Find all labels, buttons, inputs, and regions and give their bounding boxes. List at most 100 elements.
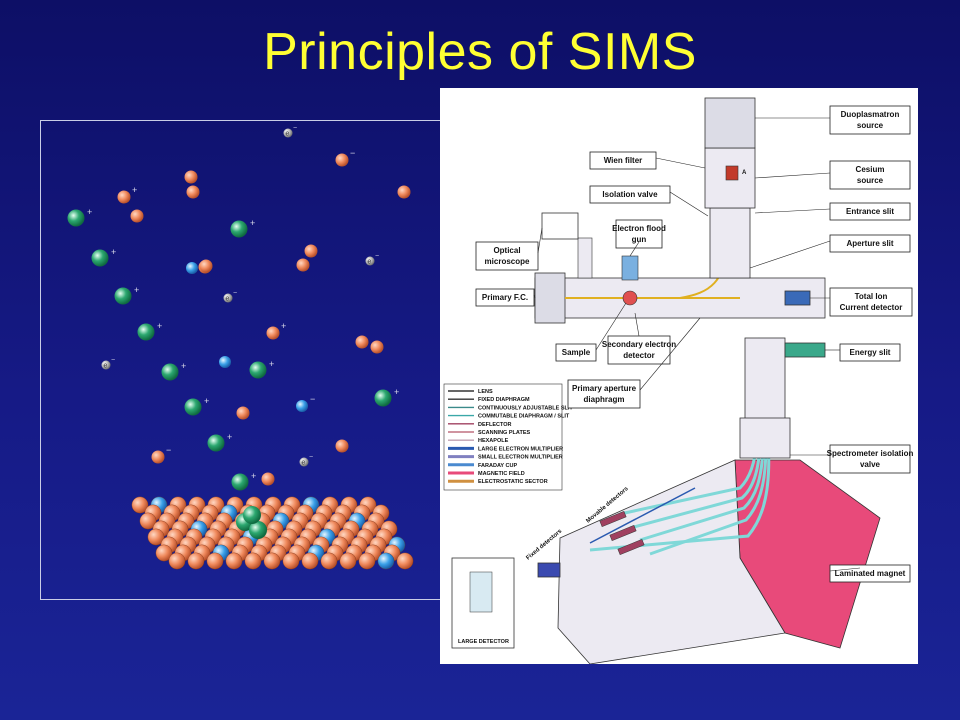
wien-mark: A	[742, 170, 747, 176]
optical-microscope-body	[577, 237, 593, 279]
energy-slit-unit	[784, 342, 826, 358]
svg-text:Wien filter: Wien filter	[604, 156, 643, 165]
sputtering-illustration: ++++++++++++−+−−e−e−e−e−e−	[40, 120, 440, 600]
electron-gun-body	[621, 255, 639, 281]
primary-ion	[207, 434, 225, 452]
legend-label: CONTINUOUSLY ADJUSTABLE SLIT	[478, 405, 573, 411]
implanted-primary-ion	[249, 521, 267, 539]
sputtered-atom	[199, 259, 213, 273]
svg-text:−: −	[309, 454, 313, 461]
svg-text:Laminated magnet: Laminated magnet	[835, 569, 906, 578]
sputtered-atom	[261, 472, 275, 486]
svg-text:Aperture slit: Aperture slit	[846, 239, 893, 248]
svg-text:−: −	[375, 253, 379, 260]
electron: e−	[299, 454, 313, 467]
sputtered-atom	[296, 258, 310, 272]
sputtered-particles: ++++++++++++−+−−e−e−e−e−e−	[67, 125, 411, 491]
charge-sign: −	[166, 445, 171, 455]
svg-text:Primary F.C.: Primary F.C.	[482, 293, 528, 302]
lattice-atom	[301, 552, 319, 570]
legend-label: HEXAPOLE	[478, 438, 509, 444]
sputtered-atom	[236, 406, 250, 420]
svg-text:microscope: microscope	[485, 257, 530, 266]
lattice-atom	[282, 552, 300, 570]
svg-text:Cesium: Cesium	[856, 165, 885, 174]
sputtered-dopant	[219, 356, 231, 368]
legend-label: FIXED DIAPHRAGM	[478, 397, 530, 403]
electron: e−	[101, 357, 115, 370]
lattice-atom	[377, 552, 395, 570]
sputtered-atom	[335, 439, 349, 453]
svg-text:detector: detector	[623, 351, 655, 360]
charge-sign: +	[132, 185, 137, 195]
legend-label: LENS	[478, 389, 493, 395]
lattice-atom	[320, 552, 338, 570]
callout-entrance_slit: Entrance slit	[754, 202, 911, 221]
sputtered-atom	[117, 190, 131, 204]
sputtered-atom	[151, 450, 165, 464]
svg-text:gun: gun	[632, 235, 647, 244]
primary-ion	[184, 398, 202, 416]
charge-sign: +	[204, 396, 209, 406]
svg-text:Entrance slit: Entrance slit	[846, 207, 894, 216]
legend-items: LENS FIXED DIAPHRAGM CONTINUOUSLY ADJUSTAB…	[448, 389, 573, 485]
sputtered-atom	[335, 153, 349, 167]
lattice-atom	[263, 552, 281, 570]
lattice-atom	[339, 552, 357, 570]
callout-energy_slit: Energy slit	[825, 343, 901, 362]
lattice-atom	[225, 552, 243, 570]
duoplasmatron-housing	[704, 97, 756, 149]
charge-sign: +	[227, 432, 232, 442]
legend-label: ELECTROSTATIC SECTOR	[478, 479, 548, 485]
callout-laminated_magnet: Laminated magnet	[829, 564, 911, 583]
svg-text:−: −	[111, 357, 115, 364]
lattice-atom	[244, 552, 262, 570]
inset-label: LARGE DETECTOR	[458, 639, 509, 645]
total-ion-detector-unit	[784, 290, 811, 306]
legend-label: SMALL ELECTRON MULTIPLIER	[478, 455, 563, 461]
sputtered-atom	[130, 209, 144, 223]
lattice-atom	[131, 496, 149, 514]
movable-detectors-array	[589, 487, 696, 555]
charge-sign: +	[157, 321, 162, 331]
primary-ion	[137, 323, 155, 341]
charge-sign: +	[251, 471, 256, 481]
optical-microscope-screen	[541, 212, 579, 240]
svg-text:Duoplasmatron: Duoplasmatron	[841, 110, 900, 119]
primary-column-vertical	[709, 207, 751, 279]
implanted-primary-ion	[243, 506, 261, 524]
charge-sign: +	[111, 247, 116, 257]
spectrometer-lower-column	[739, 417, 791, 459]
legend-label: SCANNING PLATES	[478, 430, 530, 436]
legend-label: DEFLECTOR	[478, 422, 512, 428]
svg-text:Current detector: Current detector	[840, 303, 903, 312]
primary-ion	[91, 249, 109, 267]
sputtered-atom	[397, 185, 411, 199]
svg-text:e: e	[225, 296, 229, 303]
svg-text:Isolation valve: Isolation valve	[602, 190, 658, 199]
sputtered-atom	[304, 244, 318, 258]
cesium-unit	[725, 165, 739, 181]
svg-text:Electron flood: Electron flood	[612, 224, 666, 233]
svg-text:Primary aperture: Primary aperture	[572, 384, 637, 393]
fixed-detector-unit	[537, 562, 561, 578]
detector-chamber	[557, 459, 786, 664]
lattice-atom	[168, 552, 186, 570]
svg-text:e: e	[285, 131, 289, 138]
svg-text:Optical: Optical	[493, 246, 520, 255]
callout-electron_gun: Electron flood gun	[612, 219, 666, 257]
primary-ion	[114, 287, 132, 305]
electron: e−	[365, 253, 379, 266]
callout-aperture_slit: Aperture slit	[749, 234, 911, 269]
svg-text:−: −	[233, 290, 237, 297]
charge-sign: +	[394, 387, 399, 397]
sample-surface-lattice	[131, 496, 414, 570]
charge-sign: +	[250, 218, 255, 228]
legend-label: COMMUTABLE DIAPHRAGM / SLIT	[478, 414, 570, 420]
primary-ion	[374, 389, 392, 407]
electron: e−	[283, 125, 297, 138]
svg-text:source: source	[857, 121, 884, 130]
